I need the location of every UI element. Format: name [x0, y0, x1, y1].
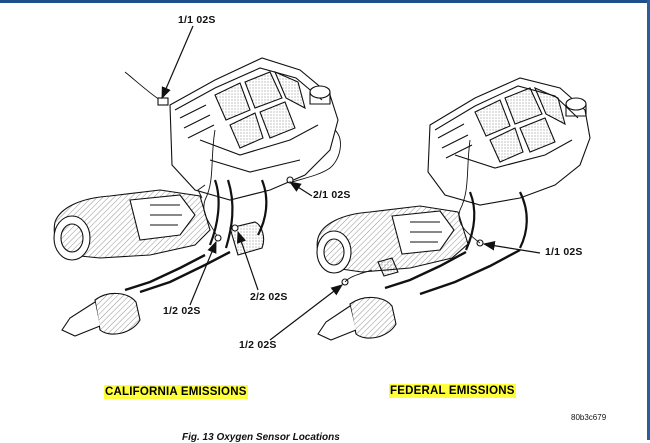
label-california-2-2-o2s: 2/2 02S — [250, 291, 288, 303]
leader-right-1-1 — [482, 240, 541, 254]
leader-left-2-1 — [288, 181, 313, 197]
figure-caption: Fig. 13 Oxygen Sensor Locations — [182, 432, 340, 443]
federal-emissions-caption: FEDERAL EMISSIONS — [389, 384, 516, 398]
leader-left-2-2 — [236, 230, 259, 291]
federal-engine-assembly — [316, 77, 591, 341]
figure-reference-code: 80b3c679 — [571, 413, 607, 422]
federal-muffler — [349, 296, 397, 339]
california-engine-assembly — [53, 57, 341, 337]
leader-left-1-2 — [189, 240, 217, 306]
callout-leaders — [161, 25, 541, 341]
window-right-border — [647, 0, 650, 440]
california-muffler — [94, 292, 141, 335]
label-california-1-1-o2s: 1/1 02S — [178, 14, 216, 26]
california-emissions-caption: CALIFORNIA EMISSIONS — [104, 385, 248, 399]
window-top-border — [0, 0, 650, 3]
california-emissions-text: CALIFORNIA EMISSIONS — [104, 385, 248, 399]
label-federal-1-2-o2s: 1/2 02S — [239, 339, 277, 351]
label-california-2-1-o2s: 2/1 02S — [313, 189, 351, 201]
label-california-1-2-o2s: 1/2 02S — [163, 305, 201, 317]
label-federal-1-1-o2s: 1/1 02S — [545, 246, 583, 258]
leader-right-1-2 — [269, 284, 343, 341]
leader-left-1-1 — [161, 25, 194, 100]
federal-emissions-text: FEDERAL EMISSIONS — [389, 384, 516, 398]
